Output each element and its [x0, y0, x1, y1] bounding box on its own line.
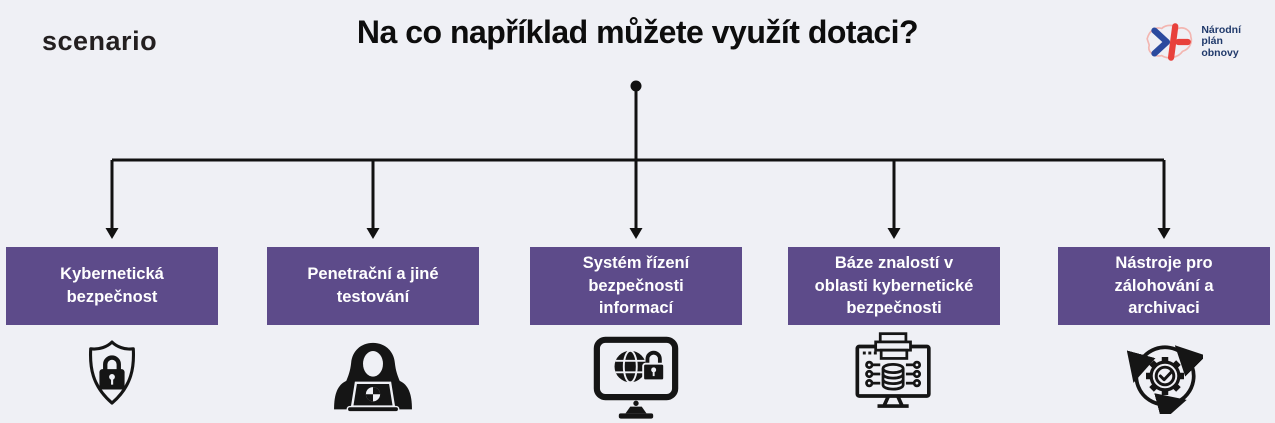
branch-box-kyberneticka-bezpecnost: Kybernetická bezpečnost: [6, 247, 218, 325]
branch-box-penetracni-testovani: Penetrační a jiné testování: [267, 247, 479, 325]
branch-box-system-rizeni: Systém řízení bezpečnosti informací: [530, 247, 742, 325]
npo-symbol-icon: [1146, 23, 1193, 61]
monitor-globe-lock-icon: [593, 336, 679, 419]
shield-lock-icon: [88, 340, 136, 405]
branch-box-nastroje-zalohovani: Nástroje pro zálohování a archivaci: [1058, 247, 1270, 325]
hacker-laptop-icon: [334, 342, 412, 413]
narodni-plan-obnovy-logo: Národní plán obnovy: [1143, 16, 1241, 68]
scenario-logo: scenario: [42, 26, 158, 56]
page-title: Na co například můžete využít dotaci?: [356, 14, 919, 50]
knowledge-base-icon: [855, 332, 931, 408]
branch-box-baze-znalosti: Báze znalostí v oblasti kybernetické bez…: [788, 247, 1000, 325]
backup-sync-icon: [1127, 345, 1203, 414]
npo-wordmark: Národní plán obnovy: [1201, 24, 1241, 59]
